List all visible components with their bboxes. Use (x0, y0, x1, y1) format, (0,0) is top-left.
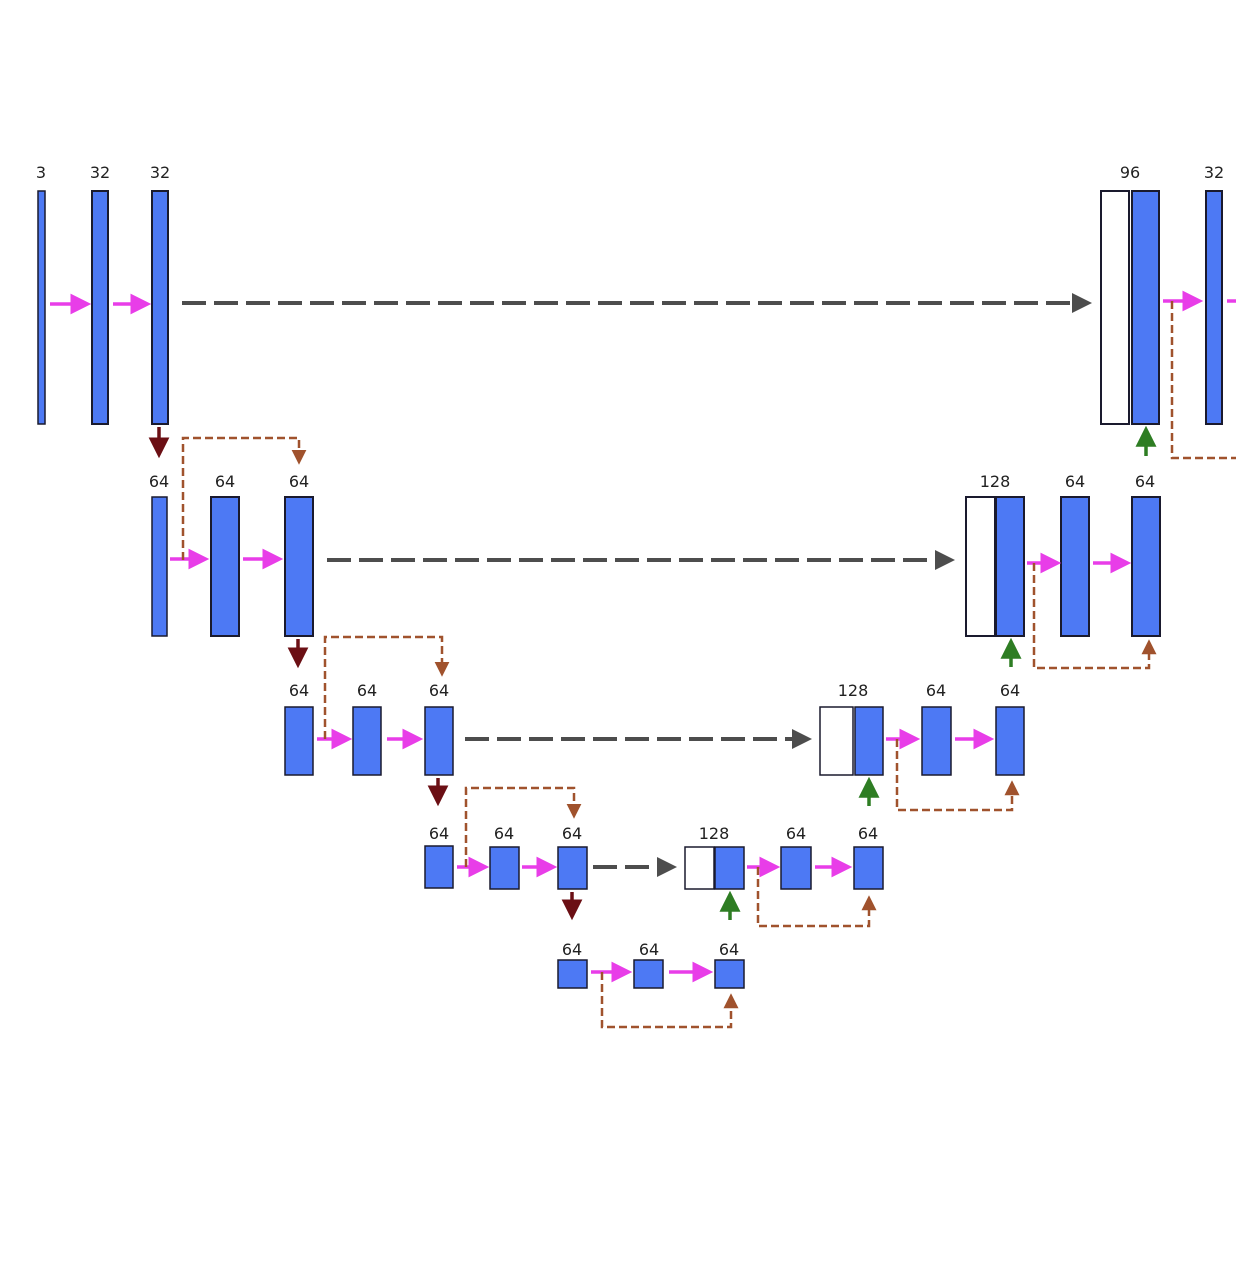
channel-label-d1c: 64 (1135, 472, 1155, 491)
channel-label-e0c: 32 (150, 163, 170, 182)
channel-label-d3a: 128 (699, 824, 730, 843)
feature-block-e1b (210, 496, 240, 637)
bottleneck: 64 64 64 (557, 940, 745, 1029)
feature-block-d1c (1131, 496, 1161, 637)
channel-label-d1b: 64 (1065, 472, 1085, 491)
feature-block-d1a (995, 496, 1025, 637)
level-1: 64 64 64 128 64 64 (149, 436, 1161, 670)
channel-label-d3c: 64 (858, 824, 878, 843)
feature-block-d3c (853, 846, 884, 890)
residual-connection-arrow (464, 786, 582, 867)
concat-block-d1 (965, 496, 996, 637)
channel-label-e2c: 64 (429, 681, 449, 700)
feature-block-e3a (424, 845, 454, 889)
channel-label-e3c: 64 (562, 824, 582, 843)
feature-block-e2c (424, 706, 454, 776)
residual-connection-arrow (600, 972, 739, 1029)
channel-label-e2b: 64 (357, 681, 377, 700)
concat-block-d3 (684, 846, 715, 890)
channel-label-e1b: 64 (215, 472, 235, 491)
channel-label-d0b: 32 (1204, 163, 1224, 182)
feature-block-e0b (91, 190, 109, 425)
feature-block-d0a (1131, 190, 1160, 425)
level-2: 64 64 64 128 64 64 (284, 635, 1025, 812)
concat-block-d2 (819, 706, 854, 776)
level-0: 3 32 32 96 32 (36, 163, 1236, 460)
feature-block-e3b (489, 846, 520, 890)
channel-label-d1a: 128 (980, 472, 1011, 491)
channel-label-d2c: 64 (1000, 681, 1020, 700)
feature-block-e3c (557, 846, 588, 890)
channel-label-e0a: 3 (36, 163, 46, 182)
feature-block-d3a (714, 846, 745, 890)
channel-label-e3b: 64 (494, 824, 514, 843)
feature-block-e0c (151, 190, 169, 425)
feature-block-d0b (1205, 190, 1223, 425)
residual-connection-arrow (181, 436, 307, 560)
feature-block-e0a (37, 190, 46, 425)
feature-block-d1b (1060, 496, 1090, 637)
channel-label-d0a: 96 (1120, 163, 1140, 182)
feature-block-d2a (854, 706, 884, 776)
channel-label-e3a: 64 (429, 824, 449, 843)
channel-label-e1a: 64 (149, 472, 169, 491)
residual-connection-arrow (1032, 563, 1157, 670)
channel-label-e1c: 64 (289, 472, 309, 491)
channel-label-bnb: 64 (639, 940, 659, 959)
feature-block-e2a (284, 706, 314, 776)
feature-block-d2b (921, 706, 952, 776)
concat-block-d0 (1100, 190, 1130, 425)
feature-block-d3b (780, 846, 812, 890)
residual-connection-arrow (1170, 301, 1236, 460)
residual-connection-arrow (323, 635, 450, 739)
channel-label-e0b: 32 (90, 163, 110, 182)
feature-block-e1c (284, 496, 314, 637)
channel-label-e2a: 64 (289, 681, 309, 700)
channel-label-d2b: 64 (926, 681, 946, 700)
channel-label-d3b: 64 (786, 824, 806, 843)
feature-block-bnb (633, 959, 664, 989)
channel-label-bnc: 64 (719, 940, 739, 959)
channel-label-d2a: 128 (838, 681, 869, 700)
level-3: 64 64 64 128 64 64 (424, 786, 884, 928)
residual-connection-arrow (756, 867, 877, 928)
feature-block-e2b (352, 706, 382, 776)
channel-label-bna: 64 (562, 940, 582, 959)
feature-block-bnc (714, 959, 745, 989)
feature-block-e1a (151, 496, 168, 637)
feature-block-d2c (995, 706, 1025, 776)
feature-block-bna (557, 959, 588, 989)
residual-connection-arrow (895, 739, 1020, 812)
